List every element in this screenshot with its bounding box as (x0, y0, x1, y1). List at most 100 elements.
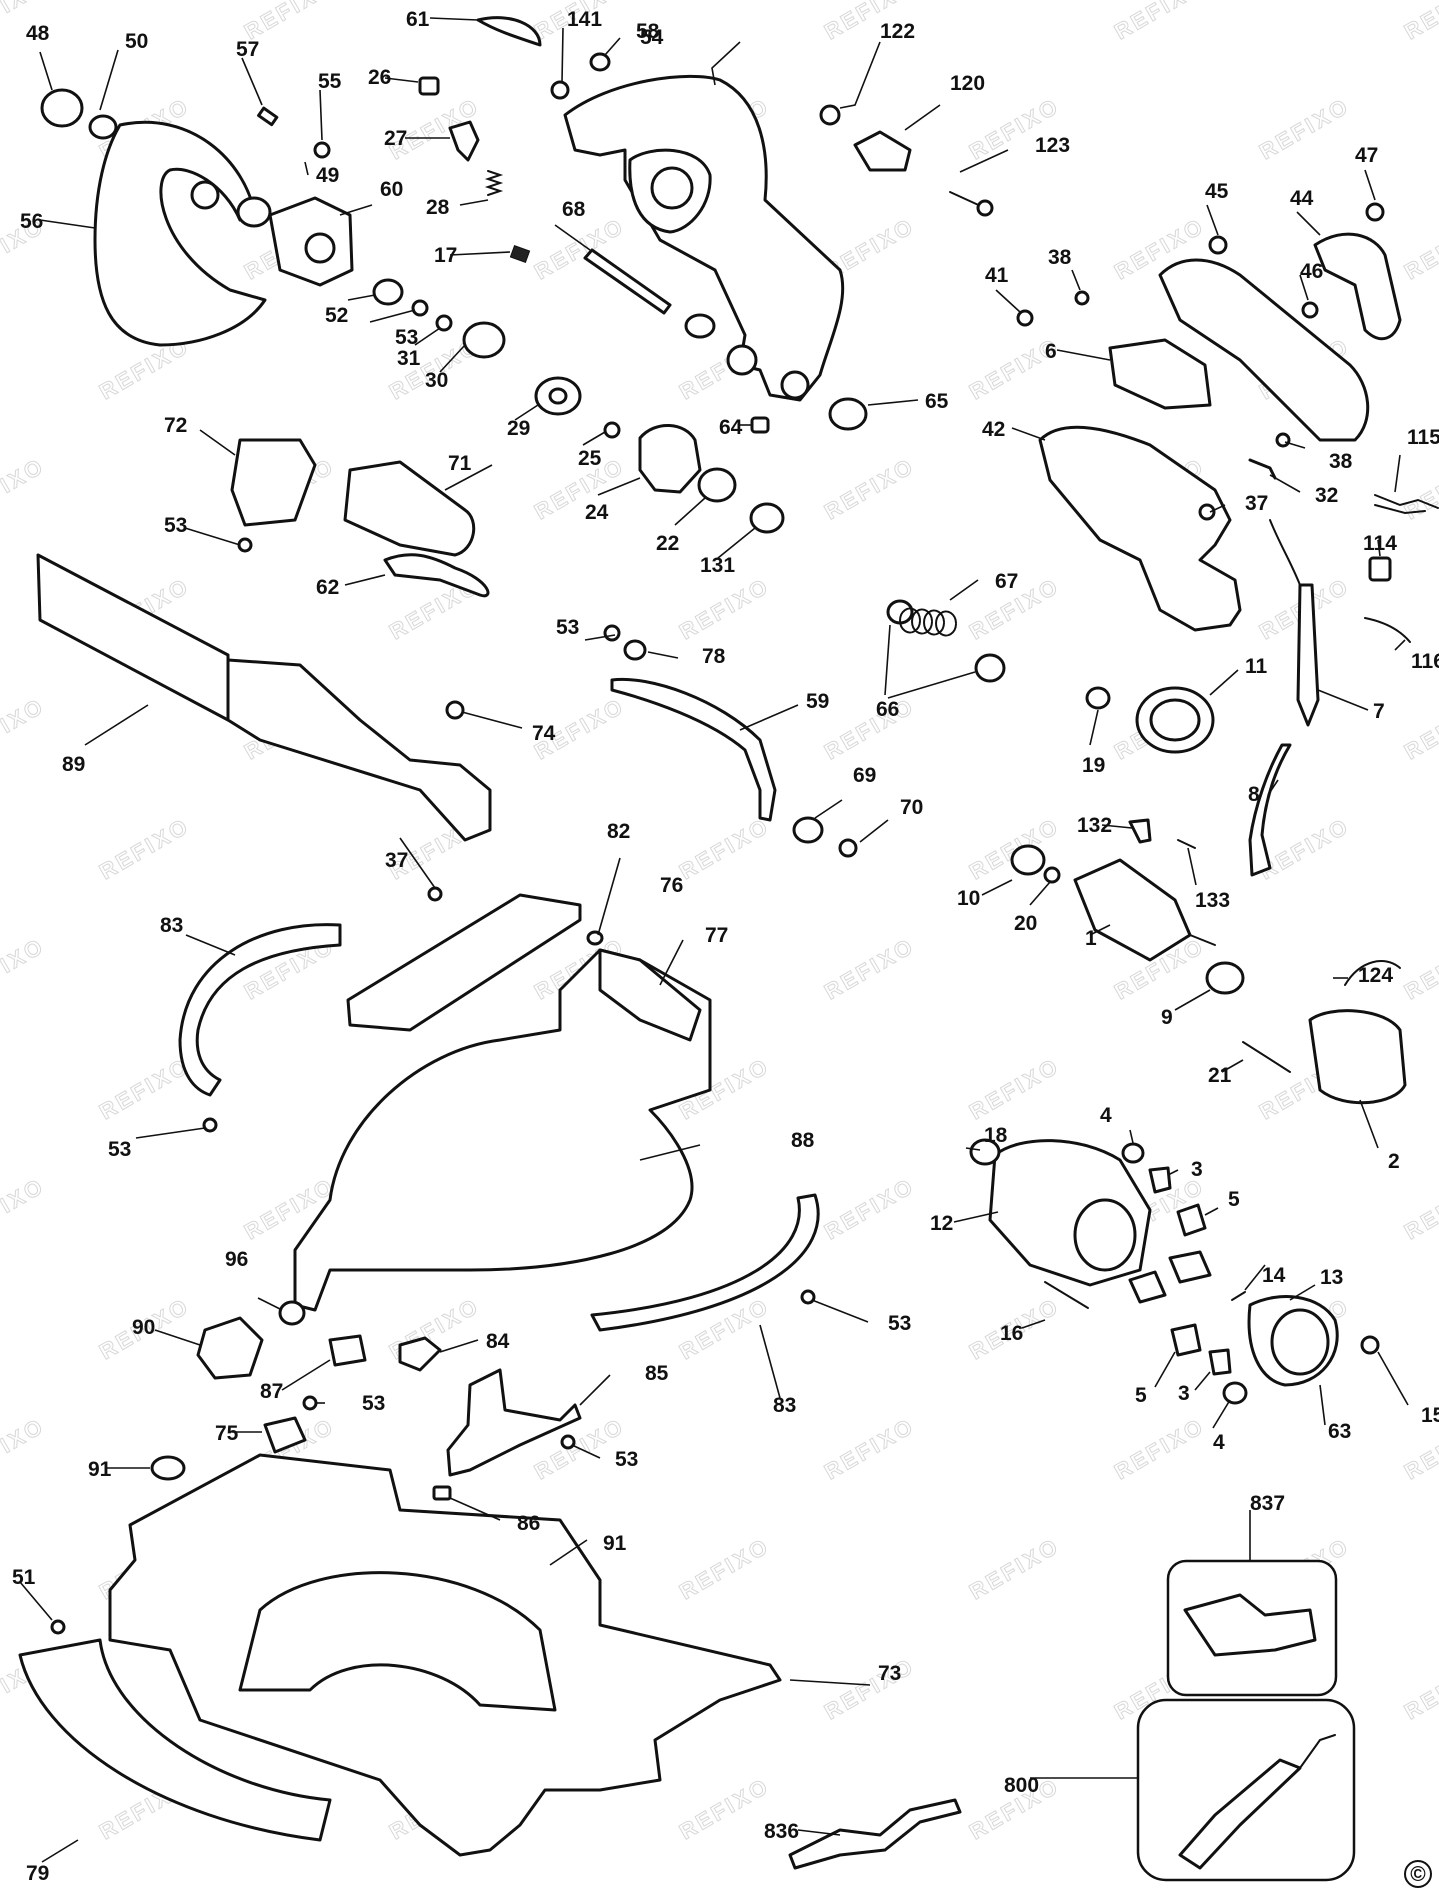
part-7 (1296, 583, 1320, 727)
part-115 (1374, 494, 1439, 515)
part-53f (560, 1434, 576, 1450)
watermark-text: REFIXO (820, 933, 919, 1005)
part-70 (838, 838, 858, 858)
callout-label: 87 (260, 1380, 283, 1403)
watermark-text: REFIXO (675, 1773, 774, 1845)
watermark-text: REFIXO (95, 1053, 194, 1125)
part-116 (1364, 617, 1411, 643)
callout-label: 54 (640, 26, 664, 49)
part-56-hub (190, 180, 220, 210)
part-82 (346, 893, 582, 1032)
part-54 (589, 52, 611, 72)
part-49 (236, 196, 272, 228)
watermark-text: REFIXO (675, 1533, 774, 1605)
callout-label: 5 (1228, 1188, 1240, 1211)
watermark-text: REFIXO (0, 693, 49, 765)
part-131 (749, 502, 785, 534)
watermark-text: REFIXO (1400, 693, 1439, 765)
callout-label: 77 (705, 924, 728, 947)
callout-label: 71 (448, 452, 472, 475)
watermark-text: REFIXO (965, 1053, 1064, 1125)
callout-label: 79 (26, 1862, 49, 1885)
callout-label: 836 (764, 1820, 799, 1843)
part-53a (411, 299, 429, 317)
watermark-text: REFIXO (820, 1413, 919, 1485)
part-20 (1043, 866, 1061, 884)
part-133 (1177, 839, 1196, 849)
callout-label: 4 (1100, 1104, 1112, 1127)
watermark-text: REFIXO (0, 1413, 49, 1485)
part-87 (328, 1334, 367, 1367)
part-74 (445, 700, 465, 720)
part-53b (237, 537, 253, 553)
part-22 (697, 467, 737, 503)
watermark-text: REFIXO (1400, 1653, 1439, 1725)
part-132 (1128, 818, 1152, 844)
callout-label: 83 (773, 1394, 796, 1417)
callout-label: 90 (132, 1316, 155, 1339)
part-37a (1198, 503, 1216, 521)
callout-label: 123 (1035, 134, 1070, 157)
callout-label: 56 (20, 210, 43, 233)
watermark-text: REFIXO (820, 1653, 919, 1725)
callout-label: 50 (125, 30, 148, 53)
callout-label: 91 (603, 1532, 627, 1555)
callout-label: 133 (1195, 889, 1230, 912)
callout-label: 67 (995, 570, 1018, 593)
watermark-text: REFIXO (0, 933, 49, 1005)
part-26 (418, 76, 440, 96)
part-38b (1275, 432, 1291, 448)
callout-label: 7 (1373, 700, 1385, 723)
callout-label: 37 (1245, 492, 1268, 515)
callout-label: 28 (426, 196, 450, 219)
callout-label: 83 (160, 914, 183, 937)
callout-label: 837 (1250, 1492, 1285, 1515)
part-44 (1313, 232, 1402, 341)
copyright-mark: © (1410, 1863, 1426, 1886)
part-17 (509, 244, 531, 264)
callout-label: 38 (1048, 246, 1072, 269)
callout-label: 124 (1358, 964, 1393, 987)
callout-label: 74 (532, 722, 556, 745)
part-68 (583, 248, 672, 315)
callout-label: 116 (1411, 650, 1439, 673)
callout-label: 115 (1407, 426, 1439, 449)
part-5a (1176, 1203, 1207, 1237)
callout-label: 1 (1085, 927, 1097, 950)
callout-label: 88 (791, 1129, 815, 1152)
callout-label: 44 (1290, 187, 1314, 210)
leader-lines (19, 17, 1409, 1863)
watermark-text: REFIXO (0, 453, 49, 525)
callout-label: 32 (1315, 484, 1338, 507)
part-57 (257, 106, 279, 127)
part-4b (1222, 1381, 1248, 1405)
callout-label: 27 (384, 127, 407, 150)
callout-label: 84 (486, 1330, 510, 1353)
callout-label: 78 (702, 645, 726, 668)
part-37b (427, 886, 443, 902)
callout-label: 53 (556, 616, 579, 639)
part-79 (18, 1638, 332, 1842)
part-5b (1170, 1323, 1202, 1357)
watermark-text: REFIXO (675, 813, 774, 885)
part-27 (448, 120, 480, 162)
part-56 (93, 120, 267, 347)
callout-label: 52 (325, 304, 348, 327)
watermark-text: REFIXO (1255, 813, 1354, 885)
part-30 (462, 321, 506, 359)
watermark-text: REFIXO (820, 693, 919, 765)
part-42 (1038, 425, 1242, 632)
callout-label: 75 (215, 1422, 239, 1445)
part-53e (800, 1289, 816, 1305)
callout-label: 63 (1328, 1420, 1351, 1443)
callout-label: 48 (26, 22, 50, 45)
callout-label: 86 (517, 1512, 540, 1535)
callout-label: 21 (1208, 1064, 1232, 1087)
part-15 (1360, 1335, 1380, 1355)
callout-label: 46 (1300, 260, 1323, 283)
callout-label: 141 (567, 8, 602, 31)
callout-label: 96 (225, 1248, 248, 1271)
part-4a (1121, 1142, 1145, 1164)
part-53d (202, 1117, 218, 1133)
part-65 (828, 397, 868, 431)
